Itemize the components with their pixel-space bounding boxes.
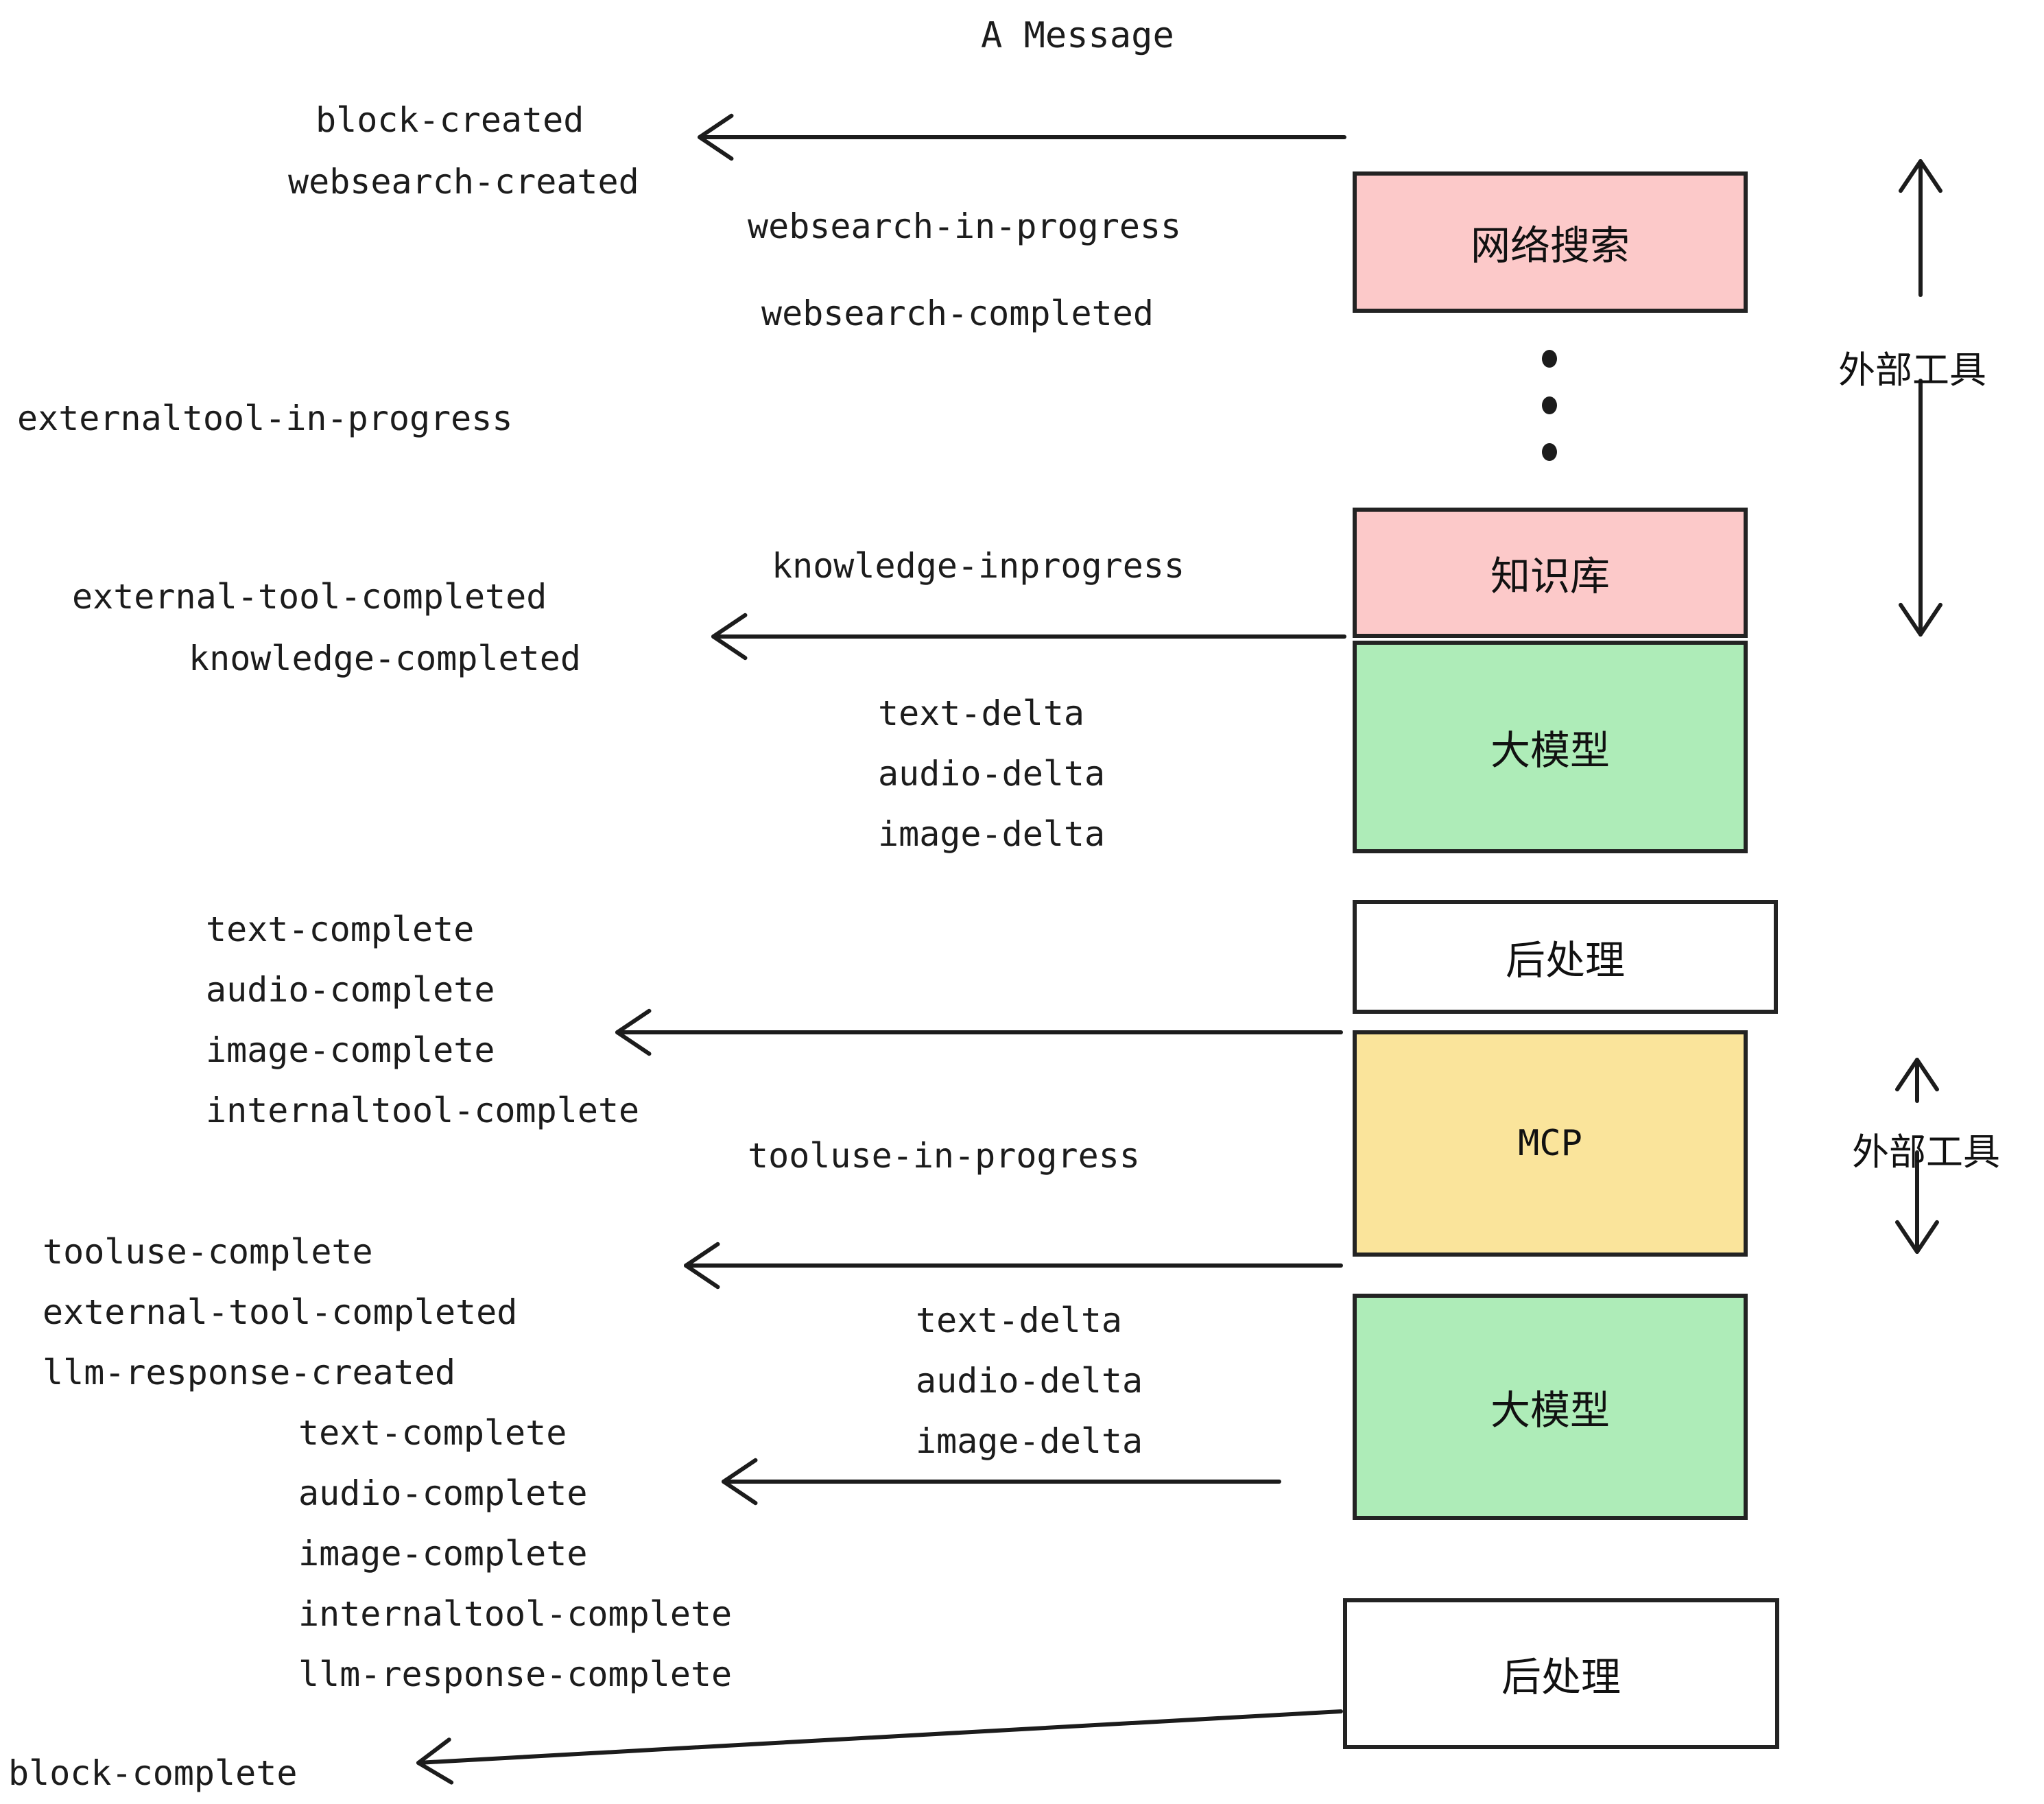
- event-label-external-tool-completed-2: external-tool-completed: [43, 1292, 518, 1332]
- arrow-audio-complete: [722, 1458, 1281, 1506]
- box-websearch: 网络搜索: [1353, 171, 1748, 313]
- box-label-postprocess-bottom: 后处理: [1501, 1654, 1621, 1700]
- box-mcp: MCP: [1353, 1030, 1748, 1257]
- event-label-block-created: block-created: [316, 100, 584, 140]
- arrow-block-complete: [416, 1709, 1343, 1785]
- arrow-knowledge-completed: [711, 613, 1346, 661]
- event-label-audio-complete-1: audio-complete: [206, 970, 495, 1010]
- event-label-externaltool-in-progress: externaltool-in-progress: [17, 399, 513, 438]
- ellipsis-dot-1: [1542, 350, 1557, 368]
- event-label-image-delta-1: image-delta: [878, 814, 1106, 854]
- event-label-text-delta-2: text-delta: [916, 1301, 1123, 1340]
- event-label-tooluse-in-progress: tooluse-in-progress: [748, 1136, 1140, 1176]
- external-tools-arrow-bottom: [1895, 1058, 1939, 1254]
- box-llm-top: 大模型: [1353, 641, 1748, 853]
- arrow-block-created: [698, 113, 1346, 161]
- event-label-internaltool-complete-2: internaltool-complete: [298, 1594, 733, 1634]
- event-label-websearch-completed: websearch-completed: [761, 294, 1154, 333]
- event-label-audio-delta-2: audio-delta: [916, 1361, 1143, 1401]
- box-label-knowledge: 知识库: [1490, 553, 1610, 600]
- event-label-external-tool-completed-1: external-tool-completed: [72, 577, 547, 617]
- event-label-audio-complete-2: audio-complete: [298, 1473, 588, 1513]
- box-label-websearch: 网络搜索: [1470, 222, 1630, 269]
- arrow-image-complete: [615, 1008, 1343, 1056]
- external-tools-arrow-top: [1899, 159, 1942, 637]
- event-label-llm-response-complete: llm-response-complete: [298, 1654, 733, 1694]
- event-label-text-complete-2: text-complete: [298, 1413, 567, 1453]
- box-label-llm-bottom: 大模型: [1490, 1387, 1610, 1434]
- event-label-text-complete-1: text-complete: [206, 910, 475, 949]
- event-label-websearch-in-progress: websearch-in-progress: [748, 206, 1182, 246]
- arrow-tooluse-complete: [684, 1242, 1343, 1290]
- box-llm-bottom: 大模型: [1353, 1294, 1748, 1520]
- event-label-websearch-created: websearch-created: [288, 162, 639, 202]
- side-label-external-tools-bottom: 外部工具: [1852, 1130, 2000, 1174]
- side-label-external-tools-top: 外部工具: [1838, 348, 1986, 392]
- event-label-text-delta-1: text-delta: [878, 693, 1085, 733]
- ellipsis-dot-3: [1542, 443, 1557, 461]
- event-label-image-complete-1: image-complete: [206, 1030, 495, 1070]
- event-label-image-delta-2: image-delta: [916, 1421, 1143, 1461]
- event-label-knowledge-inprogress: knowledge-inprogress: [772, 546, 1185, 586]
- event-label-audio-delta-1: audio-delta: [878, 754, 1106, 794]
- event-label-internaltool-complete-1: internaltool-complete: [206, 1091, 640, 1130]
- event-label-image-complete-2: image-complete: [298, 1534, 588, 1574]
- event-label-knowledge-completed: knowledge-completed: [189, 639, 581, 678]
- page-title: A Message: [981, 15, 1174, 56]
- box-knowledge: 知识库: [1353, 508, 1748, 638]
- box-label-llm-top: 大模型: [1490, 727, 1610, 774]
- box-postprocess-bottom: 后处理: [1343, 1598, 1779, 1749]
- box-postprocess-top: 后处理: [1353, 900, 1778, 1014]
- event-label-llm-response-created: llm-response-created: [43, 1353, 456, 1392]
- event-label-tooluse-complete: tooluse-complete: [43, 1232, 373, 1272]
- box-label-mcp: MCP: [1518, 1123, 1582, 1164]
- box-label-postprocess-top: 后处理: [1505, 937, 1625, 984]
- ellipsis-dot-2: [1542, 396, 1557, 414]
- event-label-block-complete: block-complete: [8, 1753, 298, 1793]
